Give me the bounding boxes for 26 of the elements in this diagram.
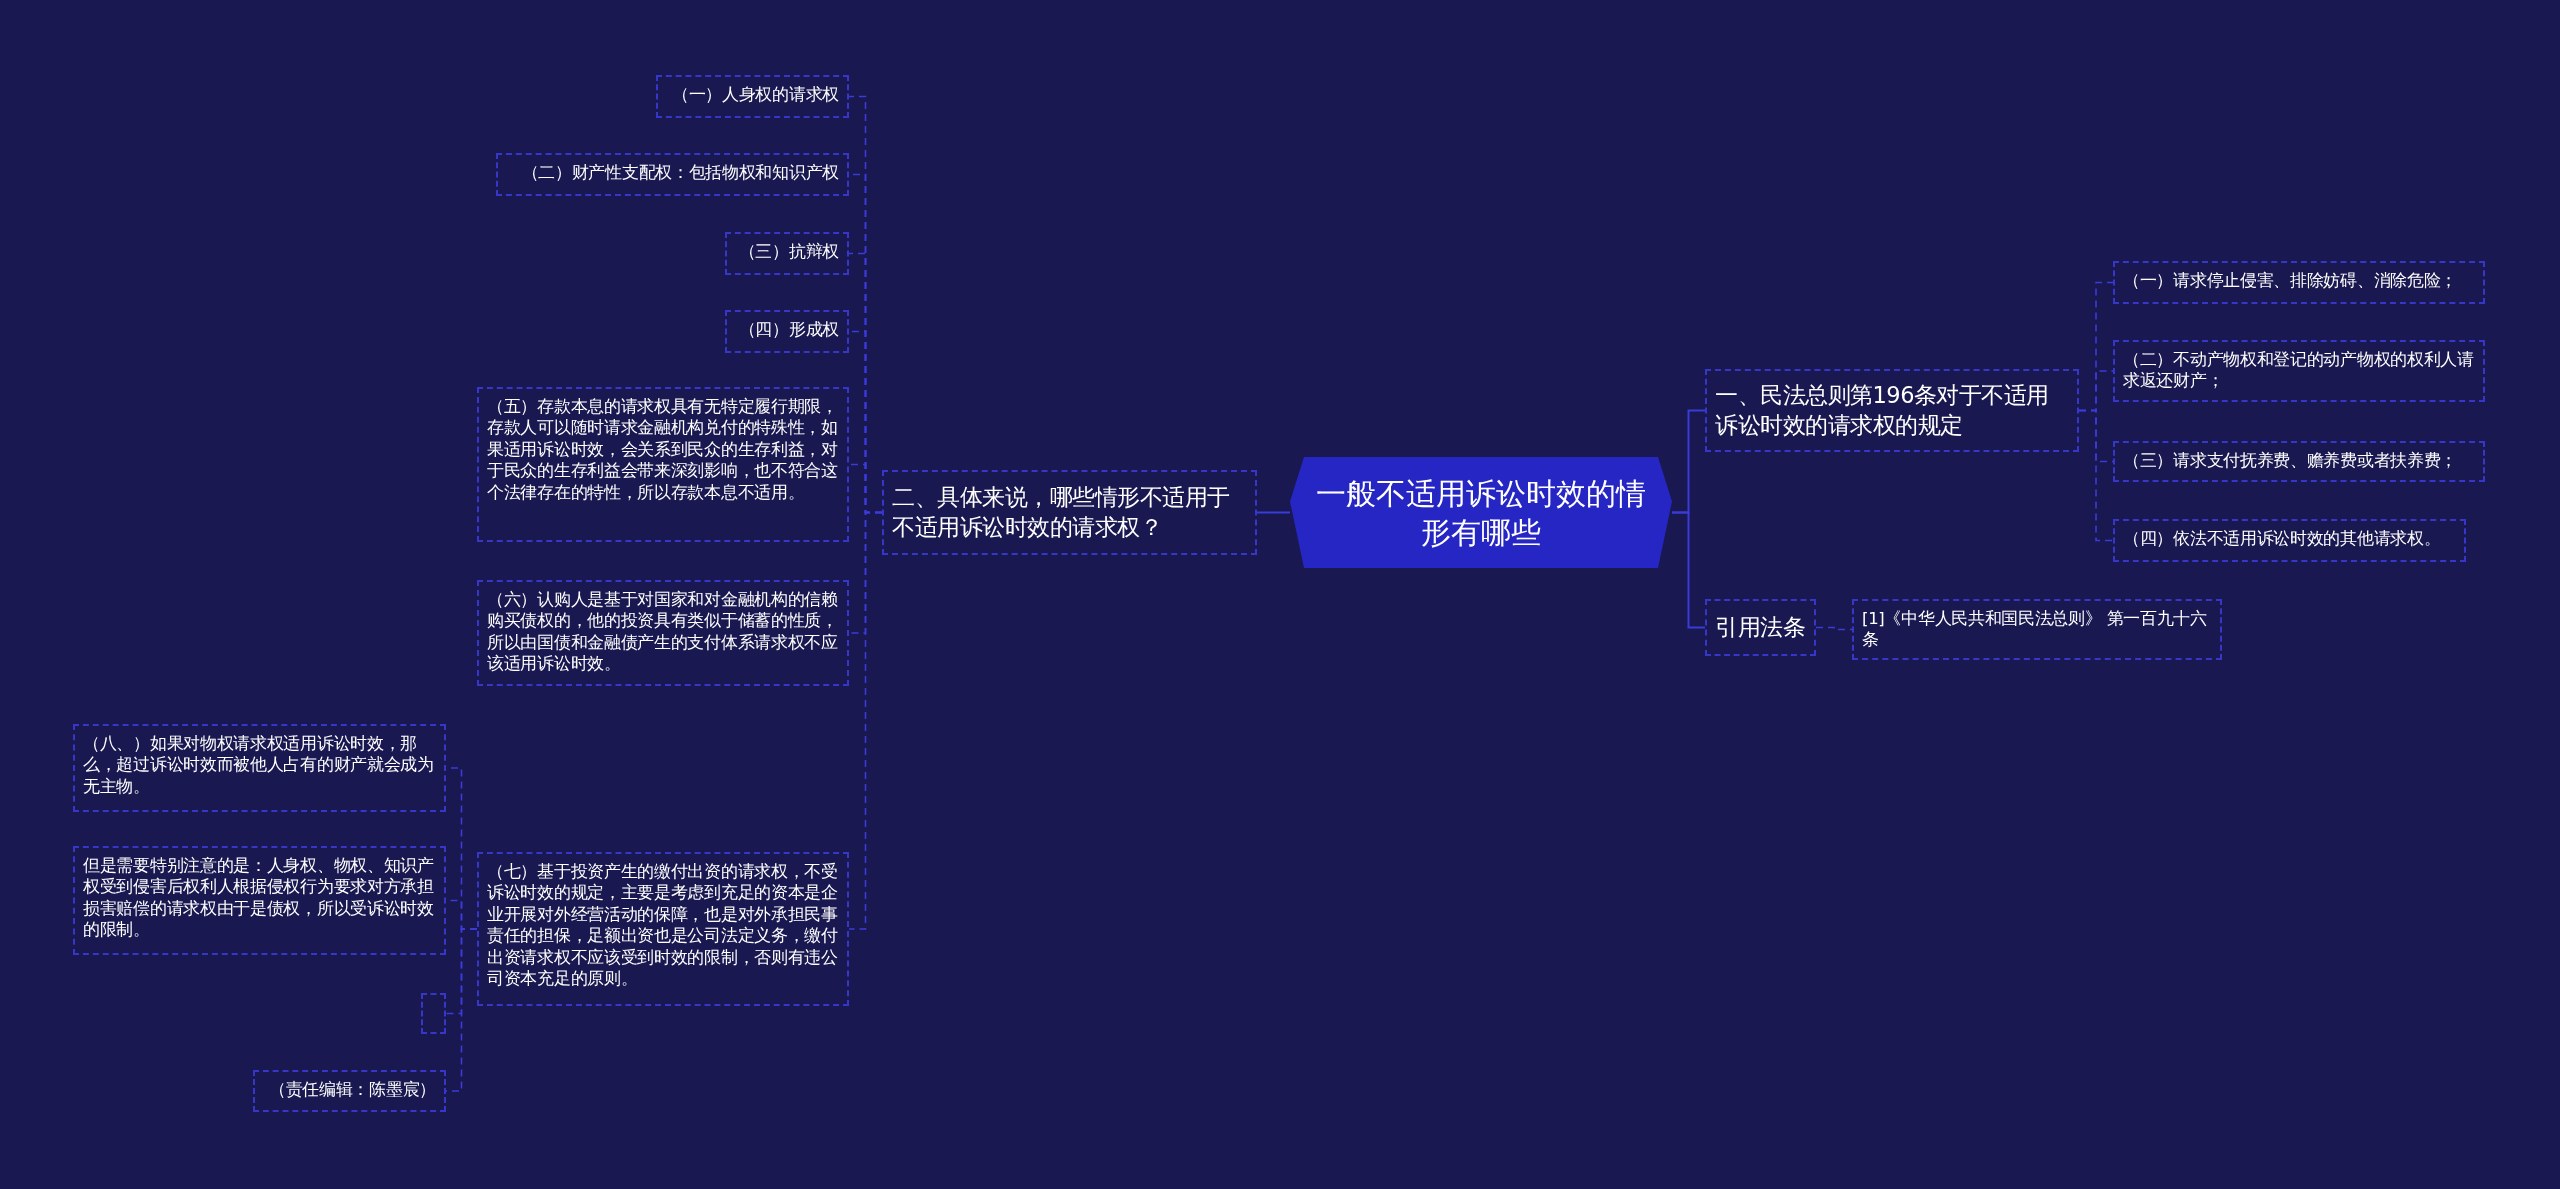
empty-box (421, 993, 446, 1034)
text-box: （四）形成权 (725, 310, 849, 353)
text-box: （二）财产性支配权：包括物权和知识产权 (496, 153, 849, 196)
text-box: （一）请求停止侵害、排除妨碍、消除危险； (2113, 261, 2485, 304)
text-box: （责任编辑：陈墨宸） (253, 1070, 446, 1112)
text-box: 但是需要特别注意的是：人身权、物权、知识产权受到侵害后权利人根据侵权行为要求对方承担损害赔偿的请求权由于是债权，所以受诉讼时效的限制。 (73, 846, 446, 955)
connector (2078, 409, 2114, 542)
text-box: （三）请求支付抚养费、赡养费或者扶养费； (2113, 441, 2485, 482)
text-box: （四）依法不适用诉讼时效的其他请求权。 (2113, 519, 2466, 562)
branch-box: 一、民法总则第196条对于不适用诉讼时效的请求权的规定 (1705, 369, 2079, 452)
connector (1671, 511, 1706, 629)
text-box: （八、）如果对物权请求权适用诉讼时效，那么，超过诉讼时效而被他人占有的财产就会成为无主物。 (73, 724, 446, 812)
connector (848, 511, 883, 930)
branch-box: 二、具体来说，哪些情形不适用于不适用诉讼时效的请求权？ (882, 470, 1257, 555)
connector (1815, 626, 1853, 631)
text-box: （六）认购人是基于对国家和对金融机构的信赖购买债权的，他的投资具有类似于储蓄的性质，所以由国债和金融债产生的支付体系请求权不应该适用诉讼时效。 (477, 580, 849, 686)
branch-box: 引用法条 (1705, 599, 1816, 656)
topic-box: 一般不适用诉讼时效的情形有哪些 (1290, 457, 1672, 568)
text-box: （二）不动产物权和登记的动产物权的权利人请求返还财产； (2113, 340, 2485, 402)
connector (1256, 511, 1291, 514)
text-box: （七）基于投资产生的缴付出资的请求权，不受诉讼时效的规定，主要是考虑到充足的资本是企业开展对外经营活动的保障，也是对外承担民事责任的担保，足额出资也是公司法定义务，缴付出资请求权不应该受到时效的限制，否则有违公司资本充足的原则。 (477, 852, 849, 1006)
text-box: （三）抗辩权 (725, 232, 849, 275)
text-box: （一）人身权的请求权 (656, 75, 849, 118)
text-box: [1]《中华人民共和国民法总则》 第一百九十六条 (1852, 599, 2222, 660)
connector (445, 928, 478, 1092)
text-box: （五）存款本息的请求权具有无特定履行期限，存款人可以随时请求金融机构兑付的特殊性，如果适用诉讼时效，会关系到民众的生存利益，对于民众的生存利益会带来深刻影响，也不符合这个法律存在的特性，所以存款本息不适用。 (477, 387, 849, 542)
